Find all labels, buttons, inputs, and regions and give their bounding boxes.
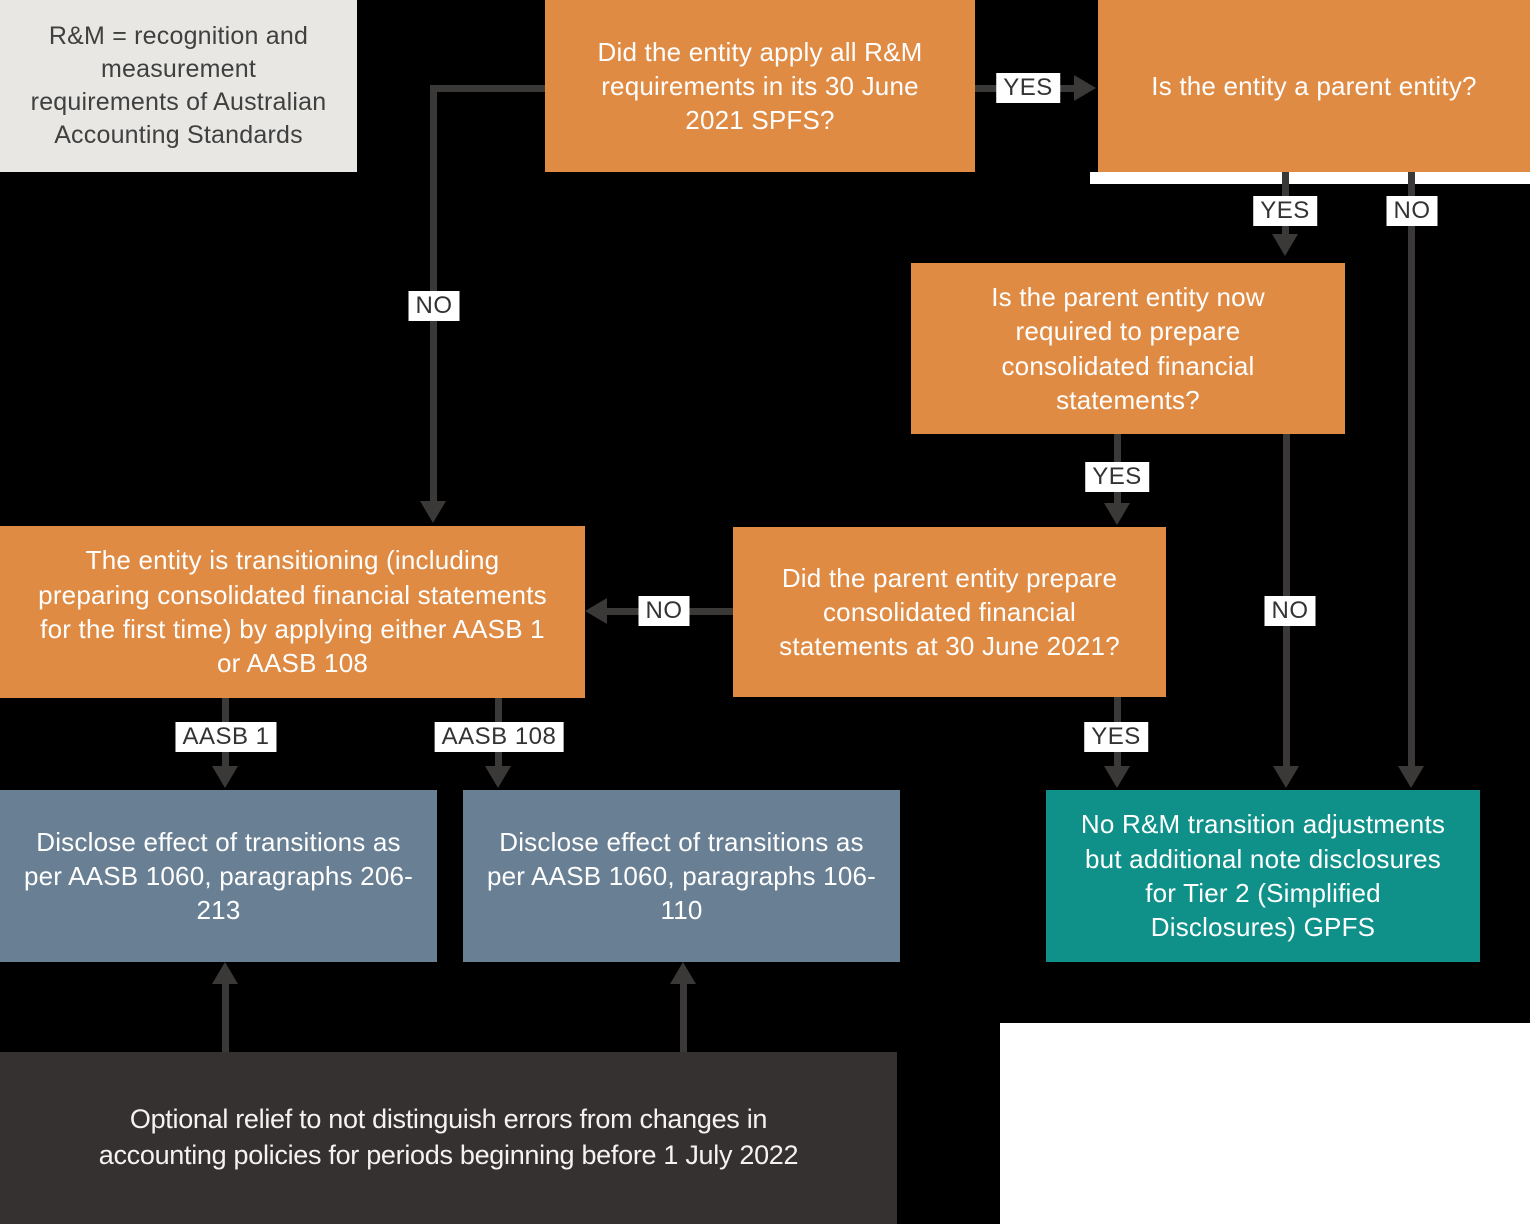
edge-label-no-apply: NO [408, 291, 460, 321]
arrowhead-down [1104, 766, 1130, 788]
arrowhead-down [420, 501, 446, 523]
arrowhead-down [485, 766, 511, 788]
arrowhead-down [1398, 766, 1424, 788]
node-required-consolidated: Is the parent entity now required to pre… [911, 263, 1345, 434]
arrowhead-down [1273, 766, 1299, 788]
node-apply-rm: Did the entity apply all R&M requirement… [545, 0, 975, 172]
arrowhead-up [212, 962, 238, 984]
node-legend-note: R&M = recognition and measurement requir… [0, 0, 357, 172]
arrowhead-down [1104, 503, 1130, 525]
arrowhead-up [670, 962, 696, 984]
edge-label-yes-required: YES [1085, 462, 1149, 492]
edge-label-no-parent: NO [1386, 196, 1438, 226]
edge-label-yes-parent: YES [1253, 196, 1317, 226]
edge-label-yes-prepared: YES [1084, 722, 1148, 752]
node-optional-relief: Optional relief to not distinguish error… [0, 1052, 897, 1224]
node-prepared-consolidated: Did the parent entity prepare consolidat… [733, 527, 1166, 697]
edge-label-aasb-108: AASB 108 [434, 722, 564, 752]
edge-label-no-prepared: NO [638, 596, 690, 626]
arrowhead-down [1272, 234, 1298, 256]
edge-label-yes-apply: YES [996, 73, 1060, 103]
connector-line [433, 85, 545, 92]
arrowhead-left [585, 598, 607, 624]
arrowhead-down [212, 766, 238, 788]
connector-line [680, 984, 687, 1052]
white-corner-area [1000, 1023, 1530, 1224]
node-transitioning: The entity is transitioning (including p… [0, 526, 585, 698]
arrowhead-right [1074, 75, 1096, 101]
connector-line [222, 984, 229, 1052]
edge-label-aasb-1: AASB 1 [175, 722, 277, 752]
node-parent-entity: Is the entity a parent entity? [1098, 0, 1530, 172]
node-disclose-206-213: Disclose effect of transitions as per AA… [0, 790, 437, 962]
node-disclose-106-110: Disclose effect of transitions as per AA… [463, 790, 900, 962]
white-strip [1090, 172, 1530, 184]
connector-line [1408, 172, 1415, 766]
edge-label-no-required: NO [1264, 596, 1316, 626]
node-tier2-gpfs: No R&M transition adjustments but additi… [1046, 790, 1480, 962]
